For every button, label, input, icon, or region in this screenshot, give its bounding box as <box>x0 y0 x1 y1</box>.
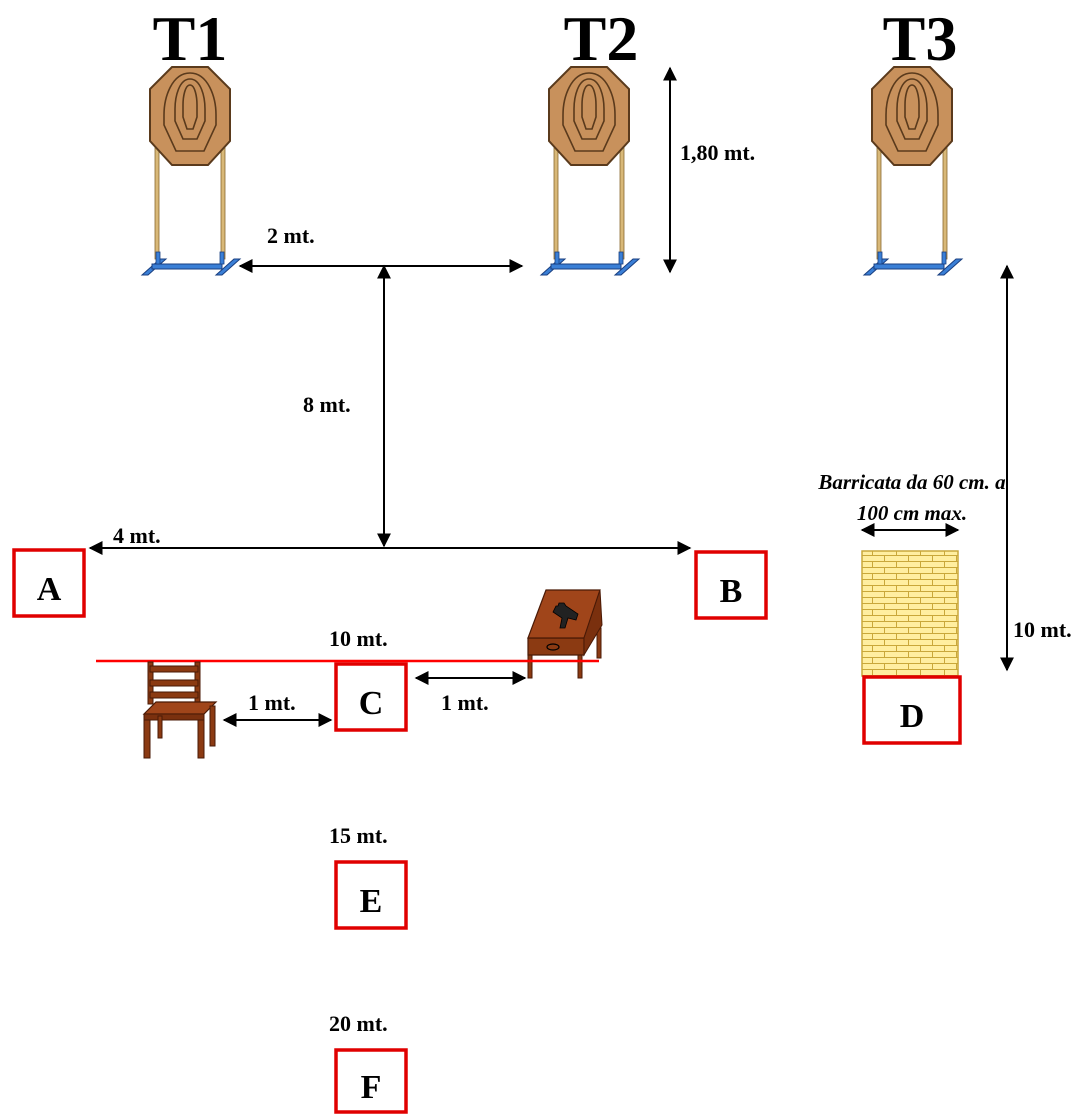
barricade-label-line1: Barricata da 60 cm. a <box>817 470 1005 494</box>
target-title-t3: T3 <box>883 3 958 74</box>
position-letter-d: D <box>900 698 925 735</box>
target-icon <box>141 66 241 276</box>
position-box-e <box>334 860 408 930</box>
brick-wall-icon <box>861 550 959 677</box>
pistol-icon <box>552 602 579 629</box>
position-box-d <box>862 675 962 745</box>
distance-label-8m: 8 mt. <box>303 392 351 417</box>
chair-icon <box>142 661 218 759</box>
position-letter-c: C <box>359 685 384 722</box>
table-icon <box>527 589 603 679</box>
target-icon <box>863 66 963 276</box>
position-letter-f: F <box>361 1069 382 1106</box>
position-letter-a: A <box>37 571 62 608</box>
position-box-c <box>334 662 408 732</box>
target-title-t2: T2 <box>564 3 639 74</box>
target-icon <box>540 66 640 276</box>
height-label: 1,80 mt. <box>680 140 755 165</box>
target-spacing-label: 2 mt. <box>267 223 315 248</box>
position-box-b <box>694 550 768 620</box>
chair-gap-label: 1 mt. <box>248 690 296 715</box>
distance-label-d: 10 mt. <box>1013 617 1072 642</box>
position-box-a <box>12 548 86 618</box>
distance-label-e: 15 mt. <box>329 823 388 848</box>
line-ab-label: 4 mt. <box>113 523 161 548</box>
position-letter-e: E <box>360 883 383 920</box>
distance-label-f: 20 mt. <box>329 1011 388 1036</box>
distance-label-c: 10 mt. <box>329 626 388 651</box>
position-letter-b: B <box>720 573 743 610</box>
barricade-label-line2: 100 cm max. <box>857 501 967 525</box>
position-box-f <box>334 1048 408 1114</box>
table-gap-label: 1 mt. <box>441 690 489 715</box>
target-title-t1: T1 <box>153 3 228 74</box>
